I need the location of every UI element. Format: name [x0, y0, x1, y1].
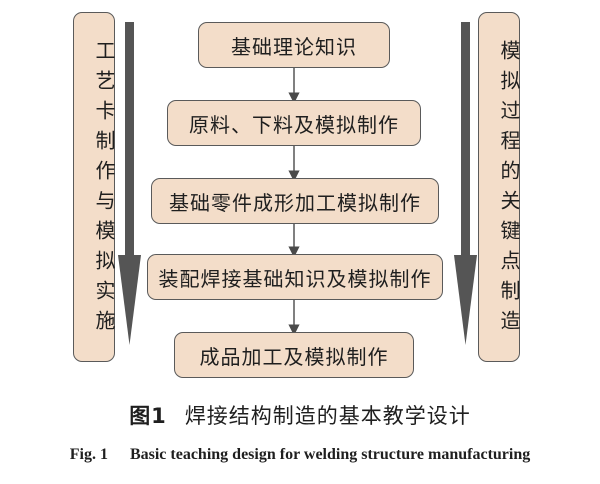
left-side-panel: 工艺卡制作与模拟实施: [73, 12, 116, 362]
step-box-5: 成品加工及模拟制作: [174, 332, 414, 378]
figure-title-en: Basic teaching design for welding struct…: [129, 446, 531, 463]
step-label-2: 原料、下料及模拟制作: [189, 112, 399, 137]
figure-caption-cn: 图1 焊接结构制造的基本教学设计: [0, 400, 600, 430]
right-process-arrow: [454, 22, 477, 345]
step-label-1: 基础理论知识: [231, 34, 357, 59]
step-box-3: 基础零件成形加工模拟制作: [151, 178, 439, 224]
step-label-5: 成品加工及模拟制作: [199, 344, 389, 369]
figure-title-cn: 焊接结构制造的基本教学设计: [184, 404, 471, 428]
figure-caption-en: Fig. 1 Basic teaching design for welding …: [0, 446, 600, 464]
left-side-label: 工艺卡制作与模拟实施: [92, 40, 116, 340]
right-side-panel: 模拟过程的关键点制造: [478, 12, 521, 362]
step-box-4: 装配焊接基础知识及模拟制作: [147, 254, 443, 300]
step-label-4: 装配焊接基础知识及模拟制作: [158, 266, 432, 291]
figure-number-cn: 图1: [129, 404, 167, 428]
left-process-arrow: [118, 22, 141, 345]
step-label-3: 基础零件成形加工模拟制作: [169, 190, 421, 215]
right-side-label: 模拟过程的关键点制造: [497, 40, 521, 340]
step-box-1: 基础理论知识: [198, 22, 390, 68]
figure-number-en: Fig. 1: [69, 446, 108, 463]
step-box-2: 原料、下料及模拟制作: [167, 100, 421, 146]
flow-diagram: [118, 22, 477, 345]
